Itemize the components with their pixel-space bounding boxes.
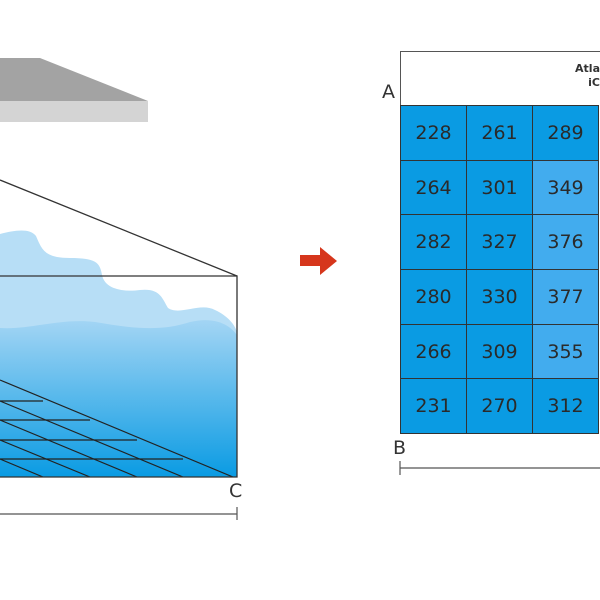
header-line-1: Atla [575,62,600,75]
grid-cell: 228 [401,106,467,161]
grid-cell: 261 [467,106,533,161]
grid-cell: 312 [533,379,599,435]
grid-cell: 264 [401,160,467,216]
grid-cell: 282 [401,215,467,271]
label-c: C [229,480,243,502]
grid-cell: 266 [401,324,467,380]
grid-cell: 280 [401,270,467,325]
grid-cell: 377 [533,270,599,325]
arrow-right-icon [300,247,337,275]
grid-cell: 355 [533,324,599,380]
grid-cell: 327 [467,215,533,271]
scale-bar-left [0,507,238,520]
scale-bar-right [399,461,600,475]
label-b: B [393,437,407,459]
header-line-2: iC [588,76,600,89]
view-line [0,179,238,277]
perspective-grid [0,379,234,477]
grid-cell: 330 [467,270,533,325]
water-volume [0,230,237,477]
label-a: A [382,81,395,103]
grid-cell: 301 [467,160,533,216]
header-text: Atla iC [575,62,600,90]
grid-cell: 270 [467,379,533,435]
grid-cell: 376 [533,215,599,271]
sensor-slab [0,58,148,122]
grid-cell: 309 [467,324,533,380]
water-box [0,275,238,478]
grid-cell: 349 [533,160,599,216]
grid-cell: 289 [533,106,599,161]
map-header: Atla iC [400,51,600,105]
grid-cell: 231 [401,379,467,435]
